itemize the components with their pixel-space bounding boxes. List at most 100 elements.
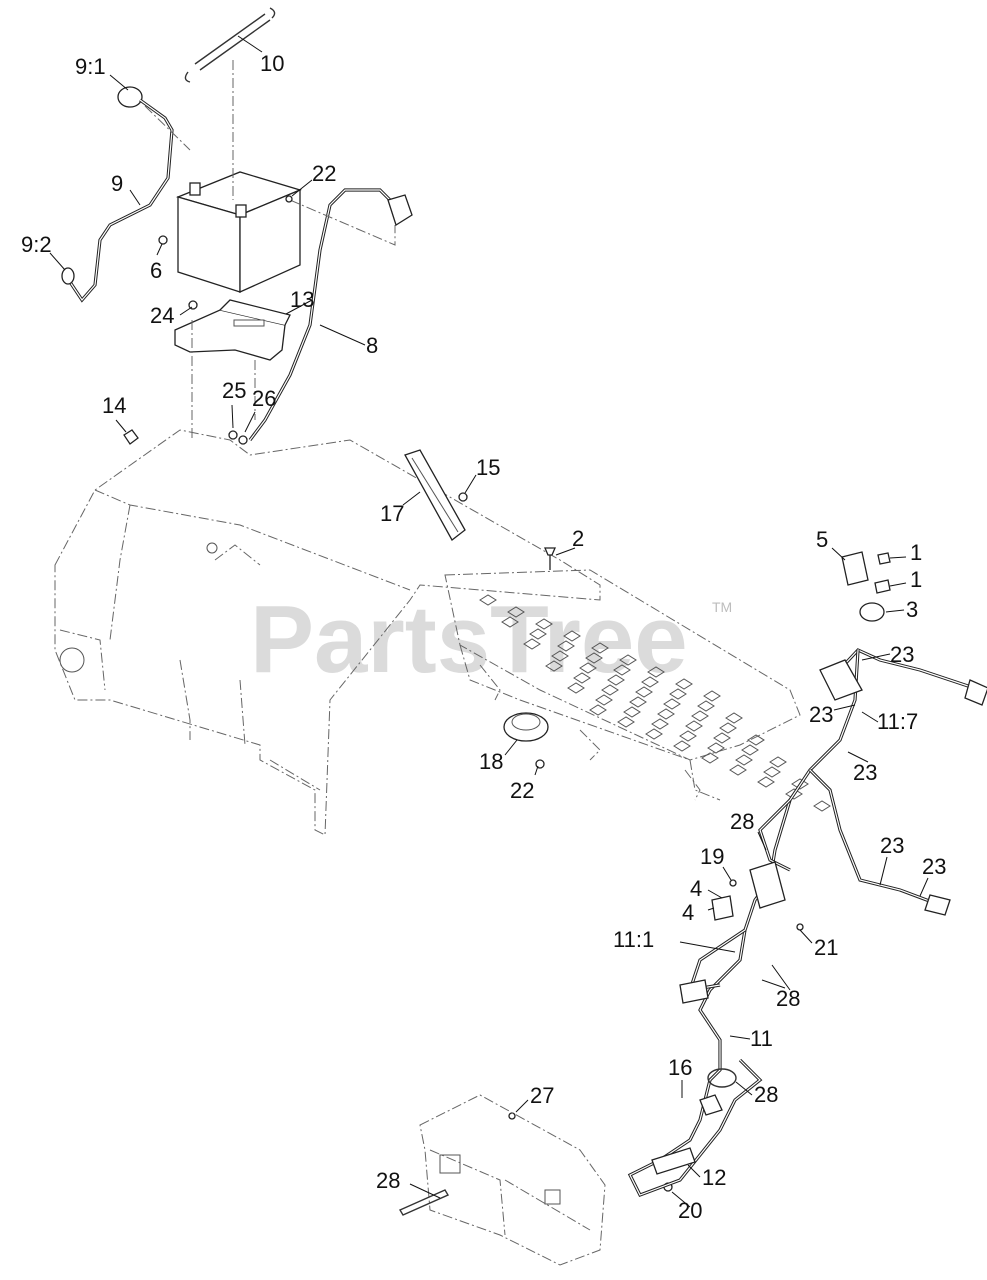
callout-label: 12 — [702, 1165, 726, 1190]
deck-grid-cell — [529, 628, 547, 640]
deck-grid-cell — [567, 682, 585, 694]
lower-mount-frame — [398, 1094, 606, 1266]
callout-label: 2 — [572, 526, 584, 551]
deck-grid-cell — [747, 734, 765, 746]
callout-label: 23 — [853, 760, 877, 785]
deck-grid-cell — [725, 712, 743, 724]
deck-grid-cell — [641, 676, 659, 688]
battery-cable-negative — [61, 86, 191, 303]
callout-label: 15 — [476, 455, 500, 480]
foot-plate — [444, 569, 831, 812]
deck-grid-cell — [769, 756, 787, 768]
watermark-trademark: TM — [712, 599, 732, 615]
callout-label: 22 — [312, 161, 336, 186]
callout-label: 28 — [754, 1082, 778, 1107]
frame-outline — [54, 429, 601, 836]
deck-grid — [479, 594, 831, 812]
deck-grid-cell — [579, 662, 597, 674]
deck-grid-cell — [557, 640, 575, 652]
callout-label: 23 — [809, 702, 833, 727]
callout-label: 17 — [380, 501, 404, 526]
deck-grid-cell — [551, 650, 569, 662]
deck-grid-cell — [813, 800, 831, 812]
deck-grid-cell — [735, 754, 753, 766]
deck-grid-cell — [679, 730, 697, 742]
callout-label: 6 — [150, 258, 162, 283]
deck-grid-cell — [741, 744, 759, 756]
deck-grid-cell — [701, 752, 719, 764]
callout-label: 16 — [668, 1055, 692, 1080]
deck-grid-cell — [585, 652, 603, 664]
callout-label: 13 — [290, 287, 314, 312]
callout-label: 23 — [890, 642, 914, 667]
switches — [841, 551, 891, 622]
callout-label: 5 — [816, 527, 828, 552]
deck-grid-cell — [673, 740, 691, 752]
battery-tray — [174, 299, 291, 440]
callout-labels: 9:1 10 9 22 9:2 6 24 13 8 25 26 14 15 17… — [21, 51, 946, 1223]
deck-grid-cell — [645, 728, 663, 740]
deck-grid-cell — [501, 616, 519, 628]
callout-label: 9:2 — [21, 232, 52, 257]
callout-label: 11:7 — [877, 709, 918, 734]
callout-label: 24 — [150, 303, 174, 328]
deck-grid-cell — [589, 704, 607, 716]
deck-grid-cell — [479, 594, 497, 606]
deck-grid-cell — [757, 776, 775, 788]
callout-label: 4 — [682, 900, 694, 925]
callout-label: 22 — [510, 778, 534, 803]
callout-label: 26 — [252, 386, 276, 411]
callout-label: 28 — [730, 809, 754, 834]
callout-label: 4 — [690, 876, 702, 901]
deck-grid-cell — [601, 684, 619, 696]
alarm — [503, 712, 549, 742]
battery-cable-positive — [248, 188, 413, 441]
deck-grid-cell — [607, 674, 625, 686]
callout-label: 20 — [678, 1198, 702, 1223]
callout-label: 19 — [700, 844, 724, 869]
deck-grid-cell — [545, 660, 563, 672]
callout-label: 8 — [366, 333, 378, 358]
deck-grid-cell — [691, 710, 709, 722]
leader-lines — [49, 35, 929, 1208]
callout-label: 28 — [776, 986, 800, 1011]
callout-label: 21 — [814, 935, 838, 960]
wiring-harness — [627, 648, 987, 1198]
deck-grid-cell — [573, 672, 591, 684]
deck-grid-cell — [635, 686, 653, 698]
callout-label: 23 — [880, 833, 904, 858]
deck-grid-cell — [629, 696, 647, 708]
deck-grid-cell — [595, 694, 613, 706]
deck-grid-cell — [685, 720, 703, 732]
deck-grid-cell — [535, 618, 553, 630]
callout-label: 25 — [222, 378, 246, 403]
deck-grid-cell — [713, 732, 731, 744]
deck-grid-cell — [563, 630, 581, 642]
deck-grid-cell — [619, 654, 637, 666]
callout-label: 11:1 — [613, 927, 654, 952]
callout-label: 9:1 — [75, 54, 106, 79]
deck-grid-cell — [507, 606, 525, 618]
battery — [176, 171, 302, 294]
callout-label: 18 — [479, 749, 503, 774]
callout-label: 9 — [111, 171, 123, 196]
deck-grid-cell — [617, 716, 635, 728]
hardware — [123, 195, 804, 1192]
deck-grid-cell — [591, 642, 609, 654]
deck-grid-cell — [703, 690, 721, 702]
deck-grid-cell — [613, 664, 631, 676]
deck-grid-cell — [669, 688, 687, 700]
deck-grid-cell — [651, 718, 669, 730]
deck-grid-cell — [623, 706, 641, 718]
deck-grid-cell — [647, 666, 665, 678]
deck-grid-cell — [657, 708, 675, 720]
callout-label: 1 — [910, 567, 922, 592]
deck-grid-cell — [719, 722, 737, 734]
callout-label: 11 — [750, 1026, 773, 1051]
deck-grid-cell — [663, 698, 681, 710]
bracket — [404, 449, 466, 541]
callout-label: 27 — [530, 1083, 554, 1108]
deck-grid-cell — [707, 742, 725, 754]
deck-grid-cell — [523, 638, 541, 650]
